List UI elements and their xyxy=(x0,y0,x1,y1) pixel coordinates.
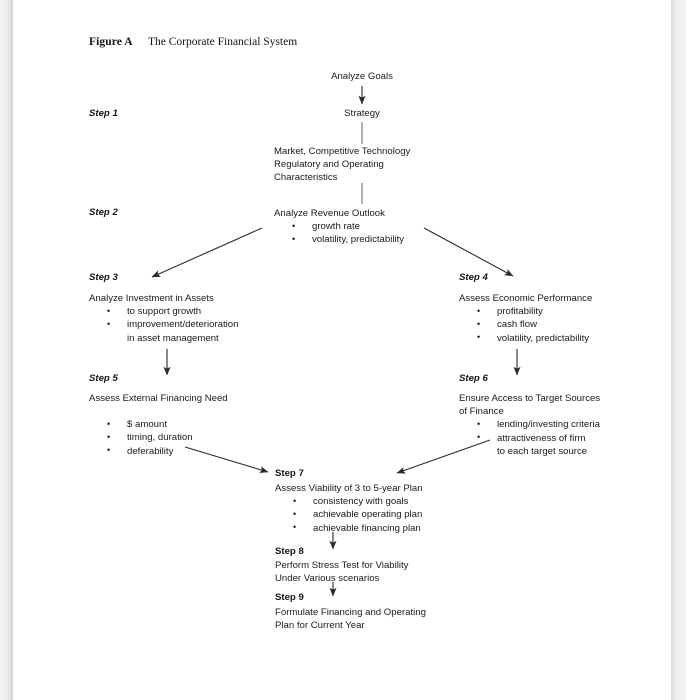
figure-title: The Corporate Financial System xyxy=(148,36,298,48)
arrow-revenue-to-step3 xyxy=(151,227,263,278)
page-gutter-right xyxy=(671,0,686,700)
list-item: cash flow xyxy=(459,318,592,331)
list-item: to support growth xyxy=(89,305,238,318)
node-economic-heading: Assess Economic Performance xyxy=(459,293,593,304)
node-strategy: Strategy xyxy=(302,107,422,120)
node-analyze-investment-assets: Analyze Investment in Assets to support … xyxy=(89,292,238,345)
list-item: consistency with goals xyxy=(275,495,423,508)
document-page xyxy=(13,0,671,700)
step-label-8: Step 8 xyxy=(275,546,304,557)
node-formulate-plan-line-1: Formulate Financing and Operating xyxy=(275,607,426,618)
list-item-text: improvement/deterioration xyxy=(127,319,239,331)
node-analyze-goals: Analyze Goals xyxy=(282,70,442,83)
step-label-2: Step 2 xyxy=(89,207,118,218)
list-item: growth rate xyxy=(274,220,404,233)
node-target-sources-heading-line-2: of Finance xyxy=(459,406,504,418)
list-item: timing, duration xyxy=(89,431,228,444)
arrow-revenue-to-step4 xyxy=(423,227,514,277)
node-financing-heading: Assess External Financing Need xyxy=(89,393,228,404)
node-stress-test-line-1: Perform Stress Test for Viability xyxy=(275,560,409,571)
step-label-9: Step 9 xyxy=(275,592,304,603)
list-item: profitability xyxy=(459,305,592,318)
node-viability-bullets: consistency with goals achievable operat… xyxy=(275,495,423,535)
step-label-1: Step 1 xyxy=(89,108,118,119)
node-assess-external-financing: Assess External Financing Need $ amount … xyxy=(89,392,228,458)
step-label-6: Step 6 xyxy=(459,373,488,384)
page-gutter-left xyxy=(0,0,13,700)
figure-label: Figure A xyxy=(89,36,133,48)
node-financing-bullets: $ amount timing, duration deferability xyxy=(89,418,228,458)
node-strategy-heading: Strategy xyxy=(344,108,380,119)
node-market-line-1: Market, Competitive Technology xyxy=(274,146,411,157)
step-label-3: Step 3 xyxy=(89,272,118,283)
list-item: attractiveness of firm to each target so… xyxy=(459,431,600,458)
node-target-sources-bullets: lending/investing criteria attractivenes… xyxy=(459,418,600,458)
step-label-4: Step 4 xyxy=(459,272,488,283)
node-investment-bullets: to support growth improvement/deteriorat… xyxy=(89,305,238,345)
list-item: lending/investing criteria xyxy=(459,418,600,431)
node-ensure-access-target-sources: Ensure Access to Target Sources of Finan… xyxy=(459,392,600,458)
node-analyze-revenue-outlook: Analyze Revenue Outlook growth rate vola… xyxy=(274,207,404,247)
node-market-characteristics: Market, Competitive Technology Regulator… xyxy=(274,145,410,185)
step-label-5: Step 5 xyxy=(89,373,118,384)
node-perform-stress-test: Perform Stress Test for Viability Under … xyxy=(275,559,408,585)
list-item: volatility, predictability xyxy=(459,331,592,345)
list-item: achievable financing plan xyxy=(275,521,423,535)
list-item-continuation: to each target source xyxy=(497,445,588,457)
node-economic-bullets: profitability cash flow volatility, pred… xyxy=(459,305,592,345)
list-item: volatility, predictability xyxy=(274,233,404,246)
node-analyze-goals-heading: Analyze Goals xyxy=(331,71,393,82)
node-assess-viability: Assess Viability of 3 to 5-year Plan con… xyxy=(275,482,423,535)
step-label-7: Step 7 xyxy=(275,468,304,479)
node-formulate-plan-line-2: Plan for Current Year xyxy=(275,620,365,632)
node-formulate-plan: Formulate Financing and Operating Plan f… xyxy=(275,606,426,632)
node-stress-test-line-2: Under Various scenarios xyxy=(275,573,380,585)
node-assess-economic-performance: Assess Economic Performance profitabilit… xyxy=(459,292,592,345)
list-item-text: attractiveness of firm xyxy=(497,432,586,444)
node-viability-heading: Assess Viability of 3 to 5-year Plan xyxy=(275,483,423,494)
node-revenue-bullets: growth rate volatility, predictability xyxy=(274,220,404,247)
list-item: improvement/deterioration in asset manag… xyxy=(89,318,238,344)
node-investment-heading: Analyze Investment in Assets xyxy=(89,293,214,304)
list-item-continuation: in asset management xyxy=(127,332,219,344)
list-item: $ amount xyxy=(89,418,228,431)
node-market-line-2: Regulatory and Operating xyxy=(274,159,384,171)
node-market-line-3: Characteristics xyxy=(274,172,338,184)
list-item: achievable operating plan xyxy=(275,508,423,521)
node-target-sources-heading-line-1: Ensure Access to Target Sources xyxy=(459,393,601,404)
list-item: deferability xyxy=(89,444,228,458)
node-revenue-heading: Analyze Revenue Outlook xyxy=(274,208,385,219)
